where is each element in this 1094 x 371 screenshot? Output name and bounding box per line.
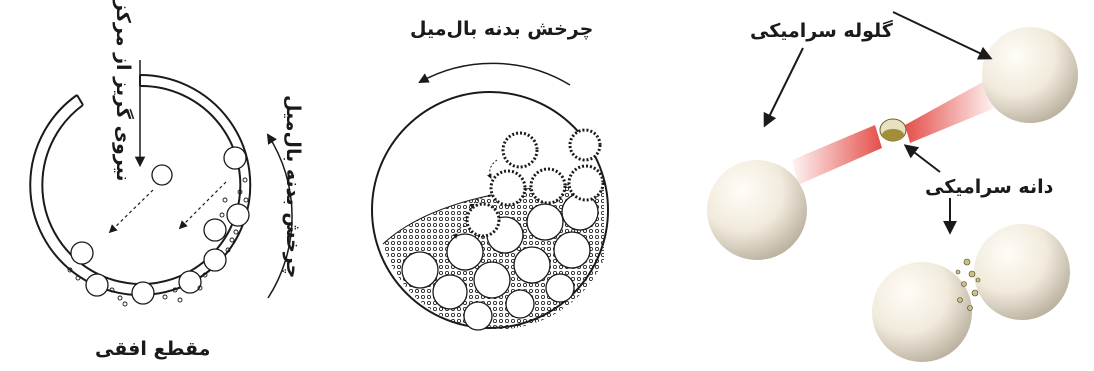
horizontal-section-panel: [30, 60, 292, 306]
ceramic-ball-bottom-left: [872, 262, 972, 362]
ceramic-ball-bottom-right: [974, 224, 1070, 320]
ball-mill-rotation-label: چرخش بدنه بال‌میل: [410, 18, 593, 40]
ceramic-ball-label: گلوله سرامیکی: [750, 20, 893, 42]
impact-beam-left: [792, 125, 882, 185]
impact-beam-right: [905, 78, 995, 143]
ball-mill-panel: [372, 63, 608, 330]
centrifugal-force-label: نیروی گریز از مرکز: [112, 0, 134, 210]
ceramic-grain-label: دانه سرامیکی: [925, 176, 1053, 198]
horizontal-section-caption: مقطع افقی: [95, 338, 210, 360]
horizontal-rotation-label: چرخش بدنه بال‌میل: [282, 95, 304, 315]
ceramic-grain: [880, 119, 906, 141]
mill-balls: [71, 147, 249, 304]
ceramic-ball-top: [982, 27, 1078, 123]
ceramic-ball-left: [707, 160, 807, 260]
